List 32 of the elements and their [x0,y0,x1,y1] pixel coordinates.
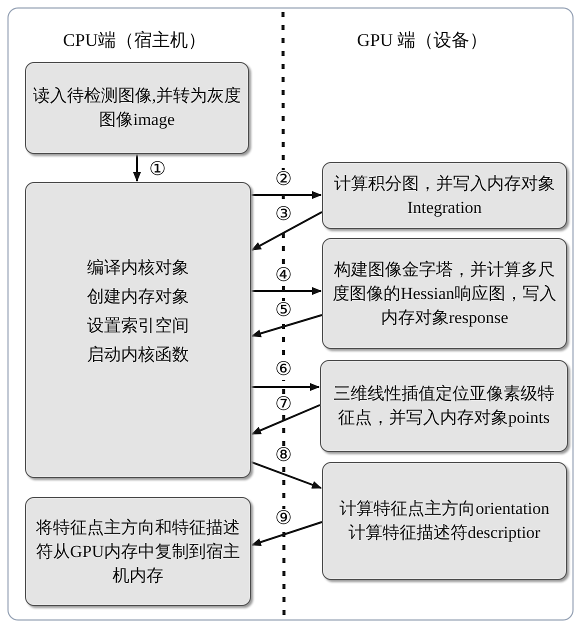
arrow [250,461,322,489]
arrow [251,314,322,338]
box-text: 构建图像金字塔，并计算多尺度图像的Hessian响应图，写入内存对象response [332,258,558,329]
arrow [251,191,322,199]
edge-label: ⑥ [274,360,293,380]
box-text: 设置索引空间 [87,315,189,337]
box-text: 计算特征描述符descriptior [348,522,540,544]
box-text: 将特征点主方向和特征描述符从GPU内存中复制到宿主机内存 [34,516,241,586]
box-text: 启动内核函数 [87,344,189,366]
box-text: 读入待检测图像,并转为灰度图像image [32,85,242,131]
column-heading: GPU 端（设备） [357,29,488,52]
process-box [25,182,251,478]
step-box [25,62,249,154]
arrow [251,211,322,251]
box-text: 三维线性插值定位亚像素级特征点，并写入内存对象points [332,383,556,429]
box-text: 计算积分图，并写入内存对象Integration [333,172,556,219]
arrow [251,287,322,295]
step-box [25,497,251,606]
step-box [322,238,567,349]
arrow [251,521,322,546]
step-box [320,360,568,452]
arrow [133,154,141,182]
edge-label: ③ [274,205,293,225]
step-box [322,162,567,229]
edge-label: ④ [274,266,293,286]
step-box [322,462,567,580]
column-heading: CPU端（宿主机） [63,29,206,52]
arrow [251,404,320,435]
box-text: 编译内核对象 [87,257,189,279]
box-text: 计算特征点主方向orientation [340,498,550,520]
arrow [251,383,320,391]
box-text: 创建内存对象 [87,286,189,308]
